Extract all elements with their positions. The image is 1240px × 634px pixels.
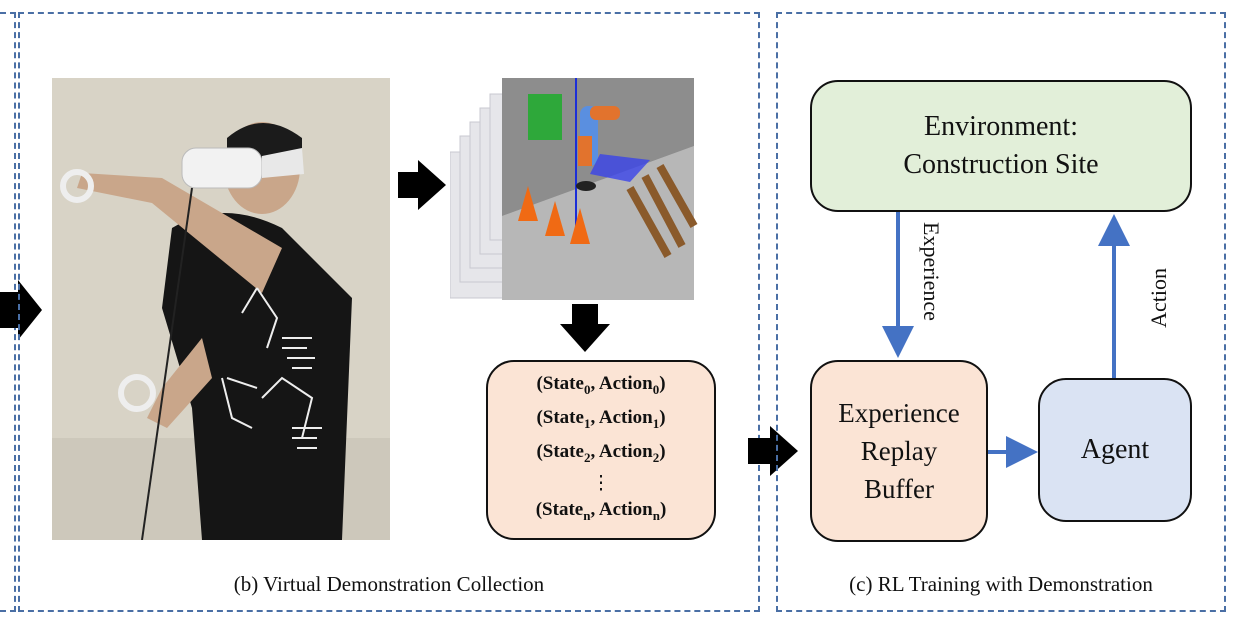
- demonstration-pairs-box: (State0, Action0) (State1, Action1) (Sta…: [486, 360, 716, 540]
- demo-ellipsis: ⋮: [591, 472, 611, 494]
- action-edge-label: Action: [1146, 268, 1171, 328]
- arrow-to-simulation: [398, 160, 446, 210]
- replay-buffer-box: Experience Replay Buffer: [810, 360, 988, 542]
- experience-edge-label: Experience: [919, 222, 944, 321]
- demo-row-2: (State2, Action2): [536, 441, 666, 465]
- buffer-line-2: Replay: [860, 436, 938, 466]
- environment-line-1: Environment:: [924, 111, 1078, 142]
- panel-b: [18, 12, 760, 612]
- demo-row-n: (Staten, Actionn): [535, 498, 667, 523]
- arrow-to-rl-training: [748, 426, 798, 476]
- panel-b-caption: (b) Virtual Demonstration Collection: [233, 572, 545, 596]
- agent-label: Agent: [1080, 434, 1150, 465]
- arrow-to-demonstrations: [560, 304, 610, 352]
- panel-c: [776, 12, 1226, 612]
- buffer-line-3: Buffer: [864, 474, 934, 504]
- panel-c-caption: (c) RL Training with Demonstration: [849, 572, 1153, 596]
- agent-box: Agent: [1038, 378, 1192, 522]
- environment-line-2: Construction Site: [903, 149, 1099, 180]
- demo-row-0: (State0, Action0): [536, 373, 666, 398]
- simulation-frames: [450, 78, 698, 300]
- vr-user-photo: [52, 78, 390, 540]
- demo-row-1: (State1, Action1): [536, 407, 666, 431]
- buffer-line-1: Experience: [838, 398, 960, 428]
- environment-box: Environment: Construction Site: [810, 80, 1192, 212]
- left-incoming-arrow: [0, 280, 42, 340]
